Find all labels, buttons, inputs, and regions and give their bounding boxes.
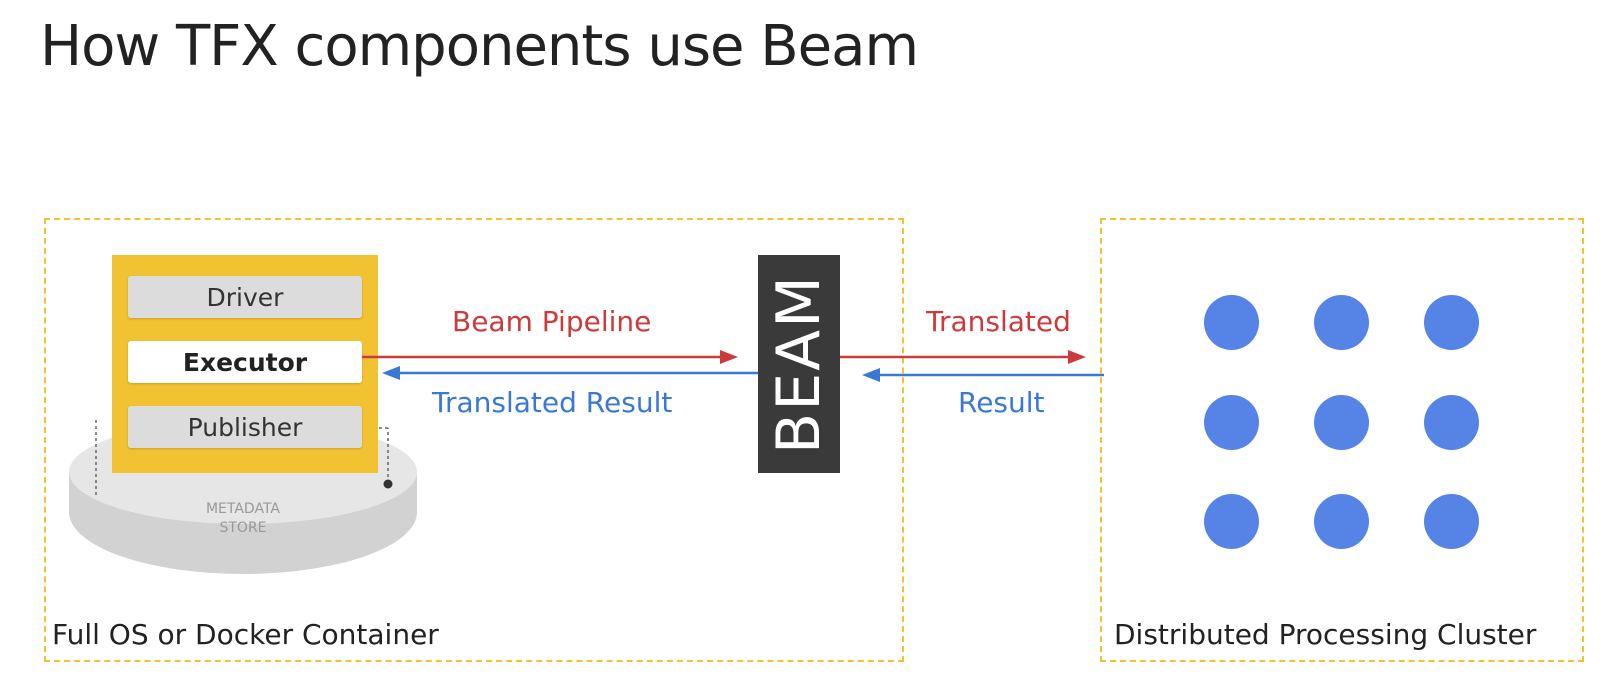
metadata-store-line2: STORE [219,520,267,536]
tfx-component-panel: Driver Executor Publisher [112,255,378,473]
metadata-store-line1: METADATA [205,501,281,517]
cluster-container-box [1100,218,1584,662]
cluster-node [1204,494,1259,549]
translated-result-arrowhead [382,366,400,380]
beam-pipeline-label: Beam Pipeline [452,305,652,338]
beam-label: BEAM [764,274,835,454]
result-label: Result [958,386,1045,419]
cluster-node [1204,395,1259,450]
slide-title: How TFX components use Beam [40,14,919,79]
translated-result-label: Translated Result [432,386,673,419]
cluster-node [1424,295,1479,350]
publisher-row: Publisher [128,406,362,448]
translated-label: Translated [926,305,1071,338]
cluster-node [1204,295,1259,350]
executor-row: Executor [128,341,362,383]
cluster-container-label: Distributed Processing Cluster [1114,618,1537,651]
cluster-node [1424,494,1479,549]
full-os-container-label: Full OS or Docker Container [52,618,439,651]
full-os-container-box [44,218,904,662]
driver-row: Driver [128,276,362,318]
cluster-node [1314,494,1369,549]
metadata-store-label: METADATA STORE [150,500,336,538]
cluster-node [1314,395,1369,450]
cluster-node [1424,395,1479,450]
result-arrowhead [862,368,880,382]
beam-block: BEAM [758,255,840,473]
translated-arrowhead [1068,350,1086,364]
cluster-node [1314,295,1369,350]
beam-pipeline-arrowhead [720,350,738,364]
